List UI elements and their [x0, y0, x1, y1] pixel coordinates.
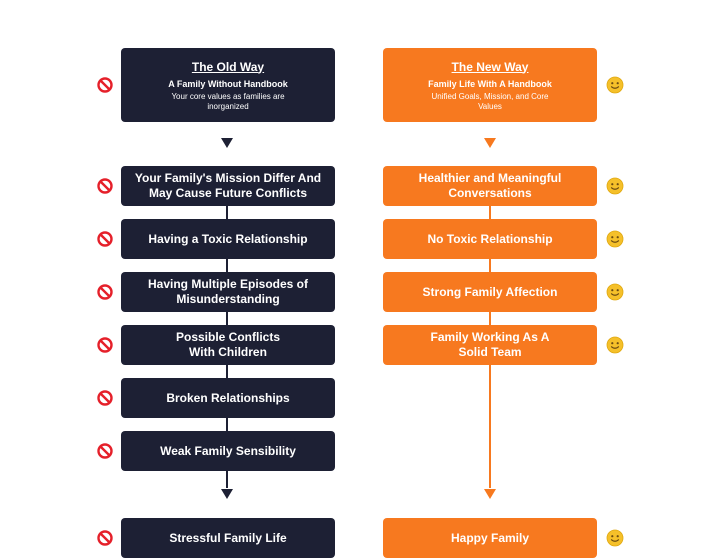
- new-way-header: The New Way Family Life With A Handbook …: [383, 48, 597, 122]
- old-way-title: The Old Way: [191, 59, 265, 74]
- no-entry-icon: [97, 178, 113, 194]
- old-way-item: Having Multiple Episodes of Misunderstan…: [121, 272, 335, 312]
- smiley-face-icon: [606, 230, 624, 248]
- no-entry-icon: [97, 231, 113, 247]
- smiley-face-icon: [606, 177, 624, 195]
- no-entry-icon: [97, 77, 113, 93]
- new-way-result-arrow: [484, 489, 496, 499]
- old-way-subtitle: A Family Without Handbook: [168, 78, 288, 89]
- new-way-subtitle: Family Life With A Handbook: [428, 78, 552, 89]
- old-way-item-label: Having Multiple Episodes of Misunderstan…: [147, 277, 308, 306]
- new-way-description: Unified Goals, Mission, and Core Values: [431, 91, 549, 111]
- new-way-item: Family Working As A Solid Team: [383, 325, 597, 365]
- no-entry-icon: [97, 530, 113, 546]
- old-way-item: Weak Family Sensibility: [121, 431, 335, 471]
- old-way-item-label: Possible Conflicts With Children: [175, 330, 281, 359]
- new-way-header-arrow: [484, 138, 496, 148]
- old-way-result-arrow: [221, 489, 233, 499]
- old-way-item-label: Having a Toxic Relationship: [148, 231, 308, 246]
- old-way-item: Possible Conflicts With Children: [121, 325, 335, 365]
- smiley-face-icon: [606, 283, 624, 301]
- new-way-item-label: Family Working As A Solid Team: [430, 330, 550, 359]
- no-entry-icon: [97, 337, 113, 353]
- new-way-title: The New Way: [451, 59, 529, 74]
- smiley-face-icon: [606, 336, 624, 354]
- new-way-item-label: Strong Family Affection: [422, 284, 558, 299]
- new-way-item: Strong Family Affection: [383, 272, 597, 312]
- new-way-item-label: Healthier and Meaningful Conversations: [418, 171, 562, 200]
- old-way-item-label: Broken Relationships: [166, 390, 290, 405]
- old-way-header: The Old Way A Family Without Handbook Yo…: [121, 48, 335, 122]
- new-way-result: Happy Family: [383, 518, 597, 558]
- no-entry-icon: [97, 284, 113, 300]
- old-way-header-arrow: [221, 138, 233, 148]
- old-way-item-label: Weak Family Sensibility: [160, 443, 296, 458]
- new-way-item: No Toxic Relationship: [383, 219, 597, 259]
- new-way-item: Healthier and Meaningful Conversations: [383, 166, 597, 206]
- old-way-item: Broken Relationships: [121, 378, 335, 418]
- new-way-result-label: Happy Family: [450, 530, 530, 545]
- smiley-face-icon: [606, 76, 624, 94]
- old-way-item: Having a Toxic Relationship: [121, 219, 335, 259]
- no-entry-icon: [97, 443, 113, 459]
- new-way-item-label: No Toxic Relationship: [427, 231, 553, 246]
- old-way-description: Your core values as families are inorgan…: [171, 91, 285, 111]
- no-entry-icon: [97, 390, 113, 406]
- old-way-item-label: Your Family's Mission Differ And May Cau…: [134, 171, 322, 200]
- old-way-result: Stressful Family Life: [121, 518, 335, 558]
- old-way-result-label: Stressful Family Life: [169, 530, 287, 545]
- old-way-item: Your Family's Mission Differ And May Cau…: [121, 166, 335, 206]
- smiley-face-icon: [606, 529, 624, 547]
